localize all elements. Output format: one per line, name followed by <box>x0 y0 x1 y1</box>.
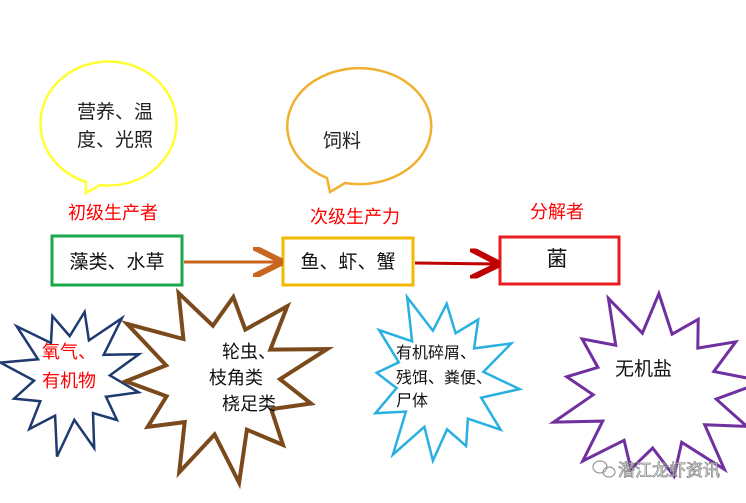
speech-bubble-conditions <box>39 60 178 196</box>
speech-bubble-feed <box>286 66 433 194</box>
star-zooplankton <box>120 287 335 490</box>
box-decomposer-text: 菌 <box>547 247 568 271</box>
box-secondary <box>281 236 415 287</box>
arrow-secondary-to-decomposer <box>414 263 497 264</box>
star-zoo-line1: 轮虫、 <box>222 342 276 363</box>
star-detritus <box>372 292 524 465</box>
star-zoo-line2: 枝角类 <box>209 368 263 389</box>
label-primary-producer: 初级生产者 <box>68 203 158 224</box>
star-zoo-line3: 桡足类 <box>222 394 276 415</box>
star-oxygen-organic <box>0 308 143 458</box>
star-oxygen-line1: 氧气、 <box>42 342 96 363</box>
wechat-icon <box>592 460 616 478</box>
box-secondary-text: 鱼、虾、蟹 <box>300 251 395 273</box>
wechat-watermark: 潜江龙虾资讯 <box>592 460 720 481</box>
star-detritus-line2: 残饵、粪便、 <box>396 368 492 387</box>
box-producer-text: 藻类、水草 <box>69 251 164 273</box>
star-detritus-line1: 有机碎屑、 <box>396 343 476 362</box>
bubble-conditions-line2: 度、光照 <box>77 129 153 151</box>
star-inorganic-salt <box>548 289 746 480</box>
box-producer <box>50 234 184 287</box>
watermark-text: 潜江龙虾资讯 <box>618 461 720 481</box>
star-detritus-line3: 尸体 <box>396 391 428 410</box>
label-secondary-production: 次级生产力 <box>310 207 400 228</box>
star-oxygen-line2: 有机物 <box>42 371 96 392</box>
label-decomposer: 分解者 <box>530 202 584 223</box>
box-decomposer <box>498 235 621 286</box>
bubble-feed-text: 饲料 <box>323 130 361 152</box>
star-salt-text: 无机盐 <box>615 358 672 380</box>
bubble-conditions-line1: 营养、温 <box>77 101 153 123</box>
